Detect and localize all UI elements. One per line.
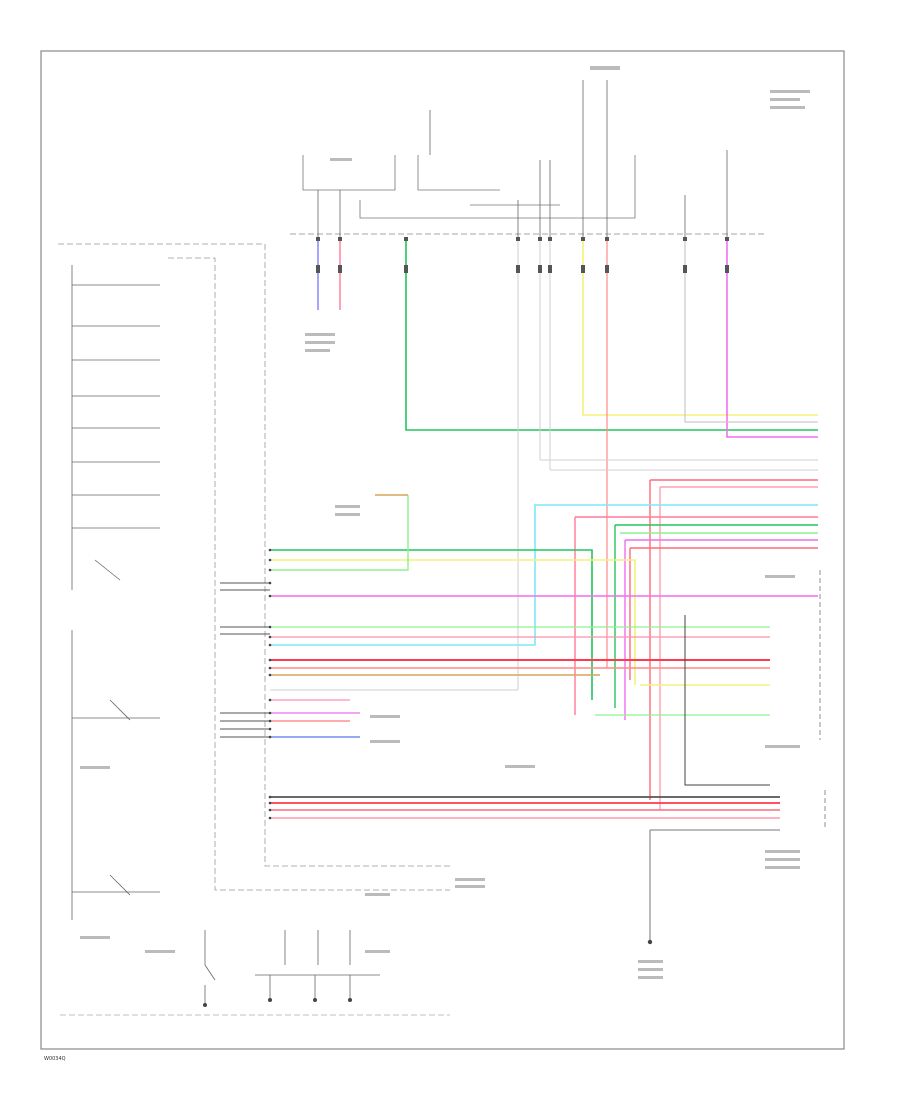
- ground-dots: [203, 939, 653, 1007]
- wire-red-4: [629, 547, 818, 680]
- wire-red-2: [649, 479, 818, 800]
- top-connector-pins: [316, 237, 729, 273]
- relay-block-2: [417, 155, 500, 191]
- figure-id: W0034Q: [44, 1056, 66, 1062]
- wire-red-3: [659, 486, 818, 810]
- fuse-rail: [359, 155, 636, 219]
- wire-gray-1: [684, 240, 818, 423]
- diagram-border: [40, 50, 845, 1050]
- switch-panel-box: [58, 243, 450, 867]
- wire-green-mod-1: [270, 549, 593, 700]
- wire-cyan: [270, 504, 818, 646]
- gray-verticals: [517, 240, 551, 690]
- wire-yellow-1: [582, 240, 818, 416]
- wire-magenta-1: [726, 240, 818, 438]
- bottom-switches: [204, 930, 380, 1005]
- gray-right: [540, 459, 818, 471]
- right-module-bracket-2: [684, 615, 770, 786]
- connector-pins: [268, 548, 272, 820]
- wire-green-2: [614, 524, 818, 708]
- wire-yellow-mod: [270, 559, 636, 685]
- tiny-labels: [80, 66, 810, 979]
- wire-magenta-2: [624, 539, 818, 720]
- wire-ground-drop: [649, 829, 780, 940]
- relay-block: [302, 155, 396, 191]
- wire-green-mod-2: [270, 495, 409, 571]
- control-module-box: [168, 257, 450, 891]
- switch-stubs: [72, 284, 160, 896]
- wire-green-1: [405, 240, 818, 431]
